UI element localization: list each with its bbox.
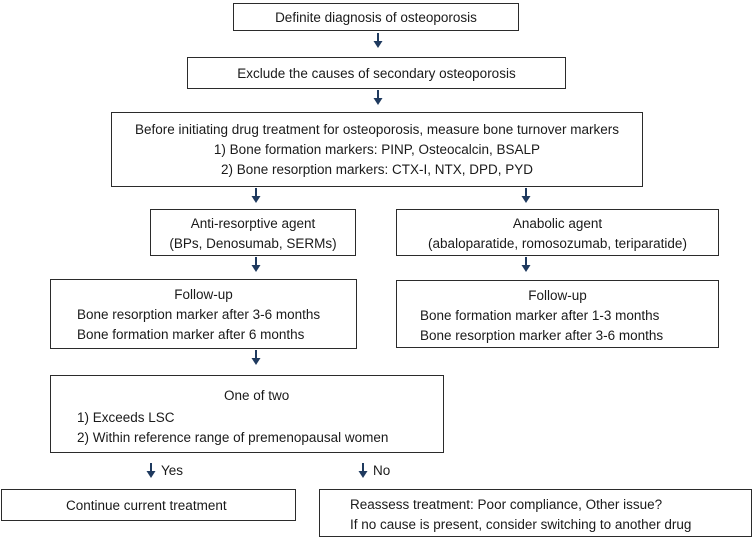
arrow-down-icon — [373, 90, 383, 105]
measure-line-1: Before initiating drug treatment for ost… — [135, 122, 619, 137]
antiresorptive-box: Anti-resorptive agent (BPs, Denosumab, S… — [150, 209, 356, 256]
diagnosis-text: Definite diagnosis of osteoporosis — [275, 10, 477, 25]
arrow-down-icon — [373, 33, 383, 48]
followup-left-box: Follow-up Bone resorption marker after 3… — [50, 279, 357, 349]
followup-left-line-2: Bone formation marker after 6 months — [77, 327, 305, 342]
arrow-down-icon — [251, 188, 261, 203]
yes-label: Yes — [161, 463, 184, 478]
no-label: No — [373, 463, 391, 478]
followup-right-title: Follow-up — [528, 288, 587, 303]
followup-right-line-1: Bone formation marker after 1-3 months — [420, 308, 660, 323]
measure-markers-box: Before initiating drug treatment for ost… — [111, 112, 643, 187]
arrow-down-icon — [358, 463, 368, 478]
one-of-two-line-1: 1) Exceeds LSC — [77, 410, 175, 425]
followup-left-line-1: Bone resorption marker after 3-6 months — [77, 307, 321, 322]
anabolic-title: Anabolic agent — [512, 216, 603, 231]
exclude-text: Exclude the causes of secondary osteopor… — [237, 66, 516, 81]
arrow-down-icon — [521, 257, 531, 272]
reassess-treatment-box: Reassess treatment: Poor compliance, Oth… — [319, 489, 752, 537]
antiresorptive-title: Anti-resorptive agent — [190, 216, 316, 231]
anabolic-box: Anabolic agent (abaloparatide, romosozum… — [396, 209, 719, 256]
continue-treatment-text: Continue current treatment — [66, 498, 227, 513]
followup-right-box: Follow-up Bone formation marker after 1-… — [396, 280, 719, 348]
arrow-down-icon — [521, 188, 531, 203]
antiresorptive-drugs: (BPs, Denosumab, SERMs) — [169, 236, 337, 251]
one-of-two-title: One of two — [224, 388, 290, 403]
arrow-down-icon — [251, 257, 261, 272]
reassess-line-1: Reassess treatment: Poor compliance, Oth… — [350, 497, 663, 512]
diagnosis-box: Definite diagnosis of osteoporosis — [233, 3, 519, 31]
reassess-line-2: If no cause is present, consider switchi… — [350, 517, 692, 532]
followup-left-title: Follow-up — [174, 287, 233, 302]
measure-line-2: 1) Bone formation markers: PINP, Osteoca… — [213, 142, 541, 157]
arrow-down-icon — [251, 350, 261, 365]
measure-line-3: 2) Bone resorption markers: CTX-I, NTX, … — [220, 162, 534, 177]
one-of-two-line-2: 2) Within reference range of premenopaus… — [77, 430, 389, 445]
one-of-two-box: One of two 1) Exceeds LSC 2) Within refe… — [50, 375, 444, 453]
followup-right-line-2: Bone resorption marker after 3-6 months — [420, 328, 664, 343]
exclude-box: Exclude the causes of secondary osteopor… — [187, 57, 566, 89]
continue-treatment-box: Continue current treatment — [1, 489, 296, 521]
arrow-down-icon — [146, 463, 156, 478]
anabolic-drugs: (abaloparatide, romosozumab, teriparatid… — [428, 236, 687, 251]
